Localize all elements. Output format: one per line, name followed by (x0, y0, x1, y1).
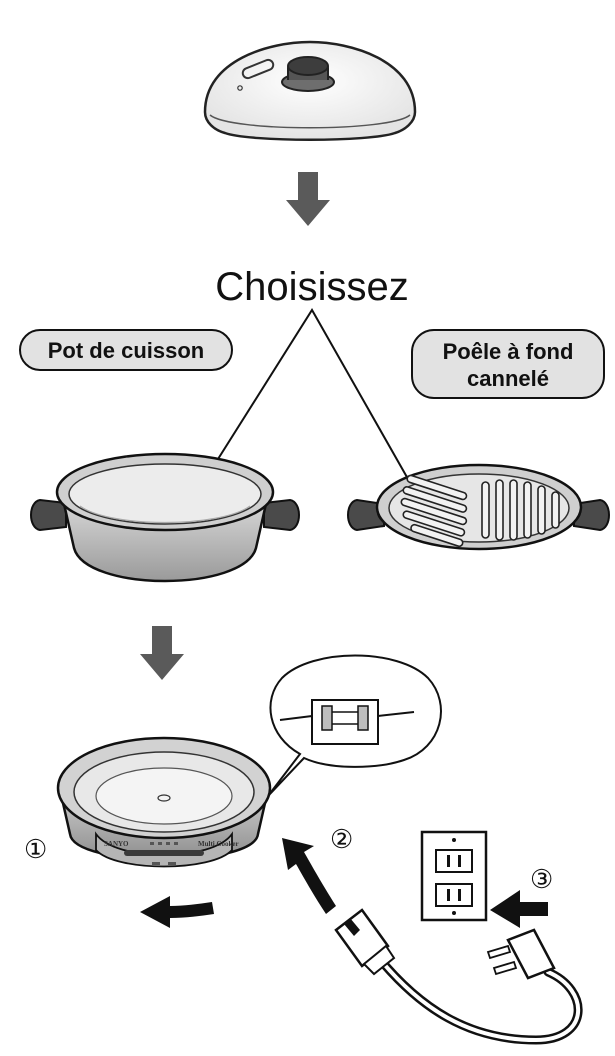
brand-logo: SANYO (104, 840, 129, 848)
pointer-lines (200, 308, 413, 487)
connector-detail-callout (267, 654, 442, 797)
glass-lid (203, 40, 417, 141)
rotate-arrow-icon (140, 896, 214, 928)
model-name: Multi Cooker (198, 840, 239, 848)
grill-pan (347, 463, 610, 551)
arrow-down-icon (140, 626, 184, 680)
curved-arrow-up-icon (282, 838, 336, 914)
power-cord (334, 908, 583, 1045)
svg-text:cannelé: cannelé (467, 366, 549, 391)
arrow-down-icon (286, 172, 330, 226)
step-2-marker: ② (330, 824, 353, 854)
step-1-marker: ① (24, 834, 47, 864)
choose-heading: Choisissez (215, 265, 408, 309)
grill-pan-label: Poêle à fond cannelé (411, 329, 605, 399)
wall-outlet (420, 830, 488, 922)
step-3-marker: ③ (530, 864, 553, 894)
svg-text:Poêle à fond: Poêle à fond (443, 339, 574, 364)
cooker-base: SANYO Multi Cooker (56, 736, 272, 868)
cooking-pot-label: Pot de cuisson (19, 329, 233, 371)
svg-text:Pot de cuisson: Pot de cuisson (48, 338, 204, 363)
arrow-left-icon (490, 890, 548, 928)
cooking-pot (30, 452, 300, 583)
